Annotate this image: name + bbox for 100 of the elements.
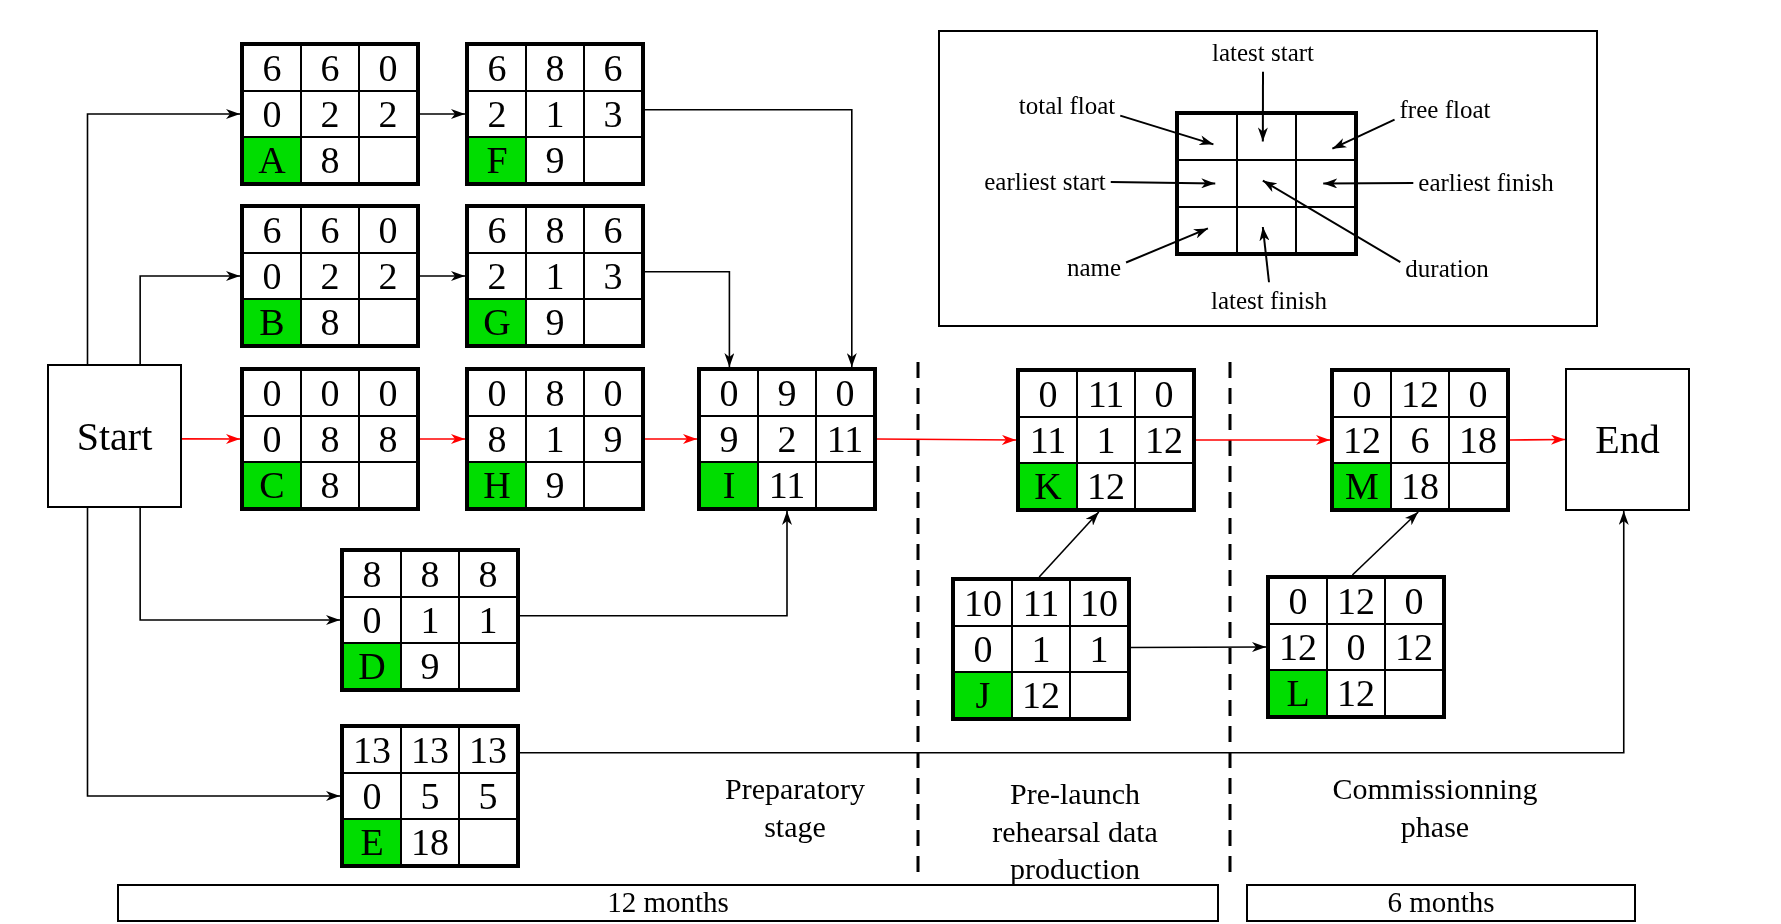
legend-label: earliest start xyxy=(984,168,1106,196)
duration-box: 6 months xyxy=(1246,884,1636,922)
arrow xyxy=(1195,435,1331,445)
activity-name: I xyxy=(700,462,758,508)
earliest-finish: 3 xyxy=(584,253,642,299)
duration: 2 xyxy=(301,91,359,137)
legend-grid-drawing xyxy=(1175,111,1358,256)
free-float: 0 xyxy=(1449,371,1507,417)
duration: 2 xyxy=(758,416,816,462)
activity-name: H xyxy=(468,462,526,508)
free-float: 6 xyxy=(584,207,642,253)
earliest-start: 0 xyxy=(243,253,301,299)
activity-name: B xyxy=(243,299,301,345)
arrow xyxy=(644,434,698,444)
leader-line xyxy=(1109,178,1217,189)
arrow xyxy=(181,433,241,444)
leader-line xyxy=(1331,118,1396,150)
latest-finish: 9 xyxy=(526,462,584,508)
duration: 5 xyxy=(401,773,459,819)
earliest-finish: 18 xyxy=(1449,417,1507,463)
latest-finish: 12 xyxy=(1327,670,1385,716)
earliest-start: 0 xyxy=(243,91,301,137)
leader-line xyxy=(1322,178,1415,189)
earliest-finish: 2 xyxy=(359,91,417,137)
duration: 8 xyxy=(301,416,359,462)
earliest-finish: 5 xyxy=(459,773,517,819)
latest-start: 11 xyxy=(1077,371,1135,417)
arrow xyxy=(1509,434,1566,445)
total-float: 0 xyxy=(700,370,758,416)
free-float: 0 xyxy=(584,370,642,416)
activity-node xyxy=(465,42,645,186)
latest-start: 8 xyxy=(526,45,584,91)
terminal-box: End xyxy=(1565,368,1690,511)
activity-node xyxy=(951,577,1131,721)
latest-start: 9 xyxy=(758,370,816,416)
duration-box: 12 months xyxy=(117,884,1219,922)
arrow xyxy=(1130,642,1267,653)
arrow xyxy=(139,507,341,625)
legend-label: free float xyxy=(1399,96,1491,124)
arrow xyxy=(419,271,466,281)
latest-start: 0 xyxy=(301,370,359,416)
activity-node xyxy=(697,367,877,511)
legend-label: latest finish xyxy=(1211,287,1327,315)
latest-start: 6 xyxy=(301,207,359,253)
earliest-start: 0 xyxy=(343,597,401,643)
earliest-start: 0 xyxy=(243,416,301,462)
latest-finish: 12 xyxy=(1077,463,1135,509)
earliest-finish: 12 xyxy=(1385,624,1443,670)
legend-label: latest start xyxy=(1211,39,1315,67)
activity-name: C xyxy=(243,462,301,508)
earliest-finish: 12 xyxy=(1135,417,1193,463)
latest-start: 12 xyxy=(1327,578,1385,624)
latest-finish: 18 xyxy=(1391,463,1449,509)
arrow xyxy=(1351,511,1419,576)
leader-line xyxy=(1119,114,1215,146)
activity-node xyxy=(465,367,645,511)
stage-label: Commissionning phase xyxy=(1331,771,1539,845)
latest-finish: 9 xyxy=(526,299,584,345)
arrow xyxy=(86,109,241,365)
legend-label: name xyxy=(1066,254,1122,282)
duration: 1 xyxy=(401,597,459,643)
earliest-start: 11 xyxy=(1019,417,1077,463)
activity-name: D xyxy=(343,643,401,689)
arrow xyxy=(519,510,792,617)
earliest-start: 8 xyxy=(468,416,526,462)
free-float: 0 xyxy=(1135,371,1193,417)
latest-start: 8 xyxy=(526,370,584,416)
latest-start: 12 xyxy=(1391,371,1449,417)
total-float: 13 xyxy=(343,727,401,773)
leader-line xyxy=(1125,227,1209,264)
total-float: 10 xyxy=(954,580,1012,626)
latest-start: 11 xyxy=(1012,580,1070,626)
earliest-finish: 1 xyxy=(1070,626,1128,672)
free-float: 0 xyxy=(359,207,417,253)
free-float: 0 xyxy=(816,370,874,416)
free-float: 0 xyxy=(359,370,417,416)
earliest-start: 2 xyxy=(468,253,526,299)
latest-finish: 9 xyxy=(526,137,584,183)
free-float: 0 xyxy=(359,45,417,91)
duration: 1 xyxy=(1012,626,1070,672)
earliest-finish: 9 xyxy=(584,416,642,462)
earliest-finish: 11 xyxy=(816,416,874,462)
latest-finish: 8 xyxy=(301,462,359,508)
earliest-finish: 3 xyxy=(584,91,642,137)
activity-name: A xyxy=(243,137,301,183)
duration: 1 xyxy=(526,91,584,137)
duration: 0 xyxy=(1327,624,1385,670)
free-float: 10 xyxy=(1070,580,1128,626)
total-float: 6 xyxy=(243,45,301,91)
latest-finish: 8 xyxy=(301,299,359,345)
latest-start: 6 xyxy=(301,45,359,91)
activity-node xyxy=(1330,368,1510,512)
duration: 6 xyxy=(1391,417,1449,463)
arrow xyxy=(644,270,735,368)
activity-name: M xyxy=(1333,463,1391,509)
earliest-finish: 2 xyxy=(359,253,417,299)
arrow xyxy=(644,108,857,368)
activity-node xyxy=(465,204,645,348)
activity-name: J xyxy=(954,672,1012,718)
latest-start: 13 xyxy=(401,727,459,773)
